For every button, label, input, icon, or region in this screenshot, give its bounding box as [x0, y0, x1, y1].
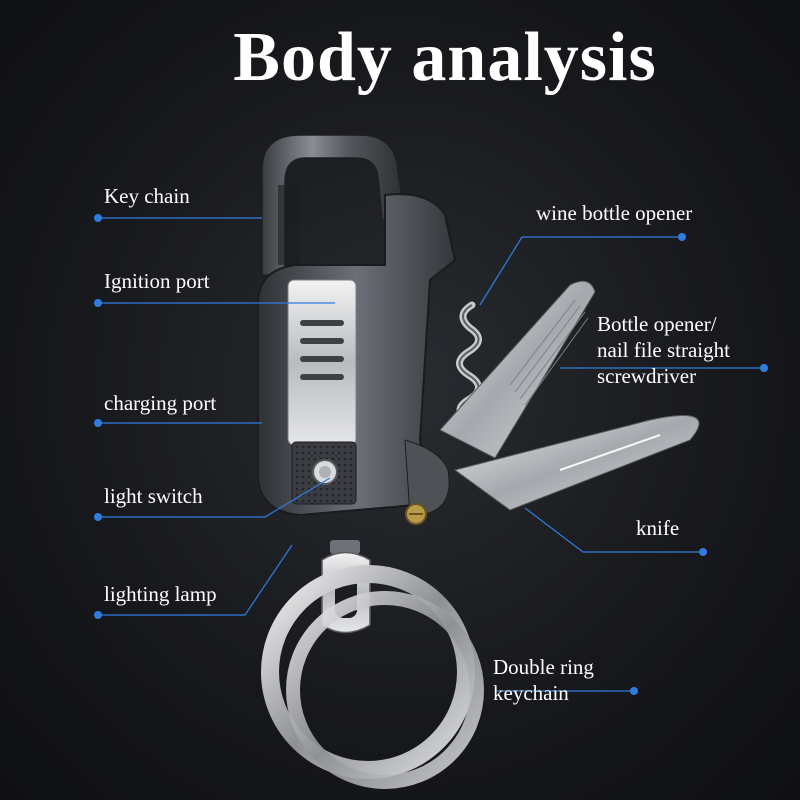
label-knife: knife — [636, 516, 680, 540]
label-bottle-opener-line1: Bottle opener/ — [597, 312, 717, 336]
double-key-ring — [261, 565, 484, 789]
label-bottle-opener-line3: screwdriver — [597, 364, 697, 388]
callout-dots — [94, 214, 768, 695]
label-light-switch: light switch — [104, 484, 203, 508]
label-bottle-opener-line2: nail file straight — [597, 338, 730, 362]
label-ignition-port: Ignition port — [104, 269, 210, 293]
label-double-ring-line2: keychain — [493, 681, 569, 705]
knife-blade — [453, 415, 700, 511]
nail-file-tool — [439, 280, 596, 459]
label-lighting-lamp: lighting lamp — [104, 582, 217, 606]
switch-panel — [291, 441, 357, 505]
label-key-chain: Key chain — [104, 184, 190, 208]
label-double-ring-line1: Double ring — [493, 655, 594, 679]
carabiner-clip — [261, 134, 406, 276]
ignition-cover — [287, 279, 357, 446]
label-wine-bottle-opener: wine bottle opener — [536, 201, 693, 225]
callout-lines — [98, 217, 764, 692]
label-charging-port: charging port — [104, 391, 217, 415]
page-title: Body analysis — [233, 19, 657, 96]
